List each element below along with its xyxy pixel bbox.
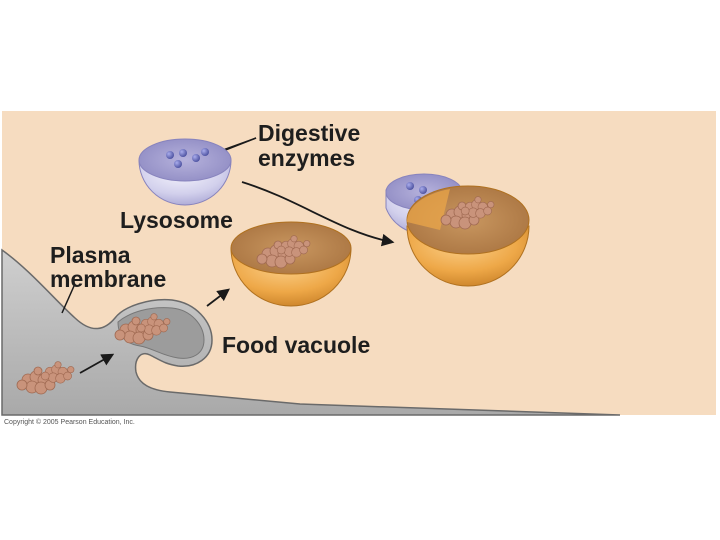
- food-vacuole: [230, 221, 352, 307]
- lysosome: [138, 138, 232, 206]
- arrow-lysosome-to-fusion: [241, 181, 395, 247]
- label-membrane: membrane: [50, 266, 166, 292]
- plasma-membrane-pointer: [61, 285, 75, 314]
- label-digestive: Digestive: [258, 120, 360, 146]
- label-plasma: Plasma: [50, 242, 131, 268]
- arrow-to-vacuole: [206, 288, 231, 307]
- copyright-notice: Copyright © 2005 Pearson Education, Inc.: [4, 418, 135, 426]
- label-lysosome: Lysosome: [120, 207, 233, 233]
- fused-lysosome-vacuole: [385, 173, 530, 287]
- label-enzymes: enzymes: [258, 145, 355, 171]
- label-food-vacuole: Food vacuole: [222, 332, 370, 358]
- arrow-into-pocket: [79, 353, 115, 374]
